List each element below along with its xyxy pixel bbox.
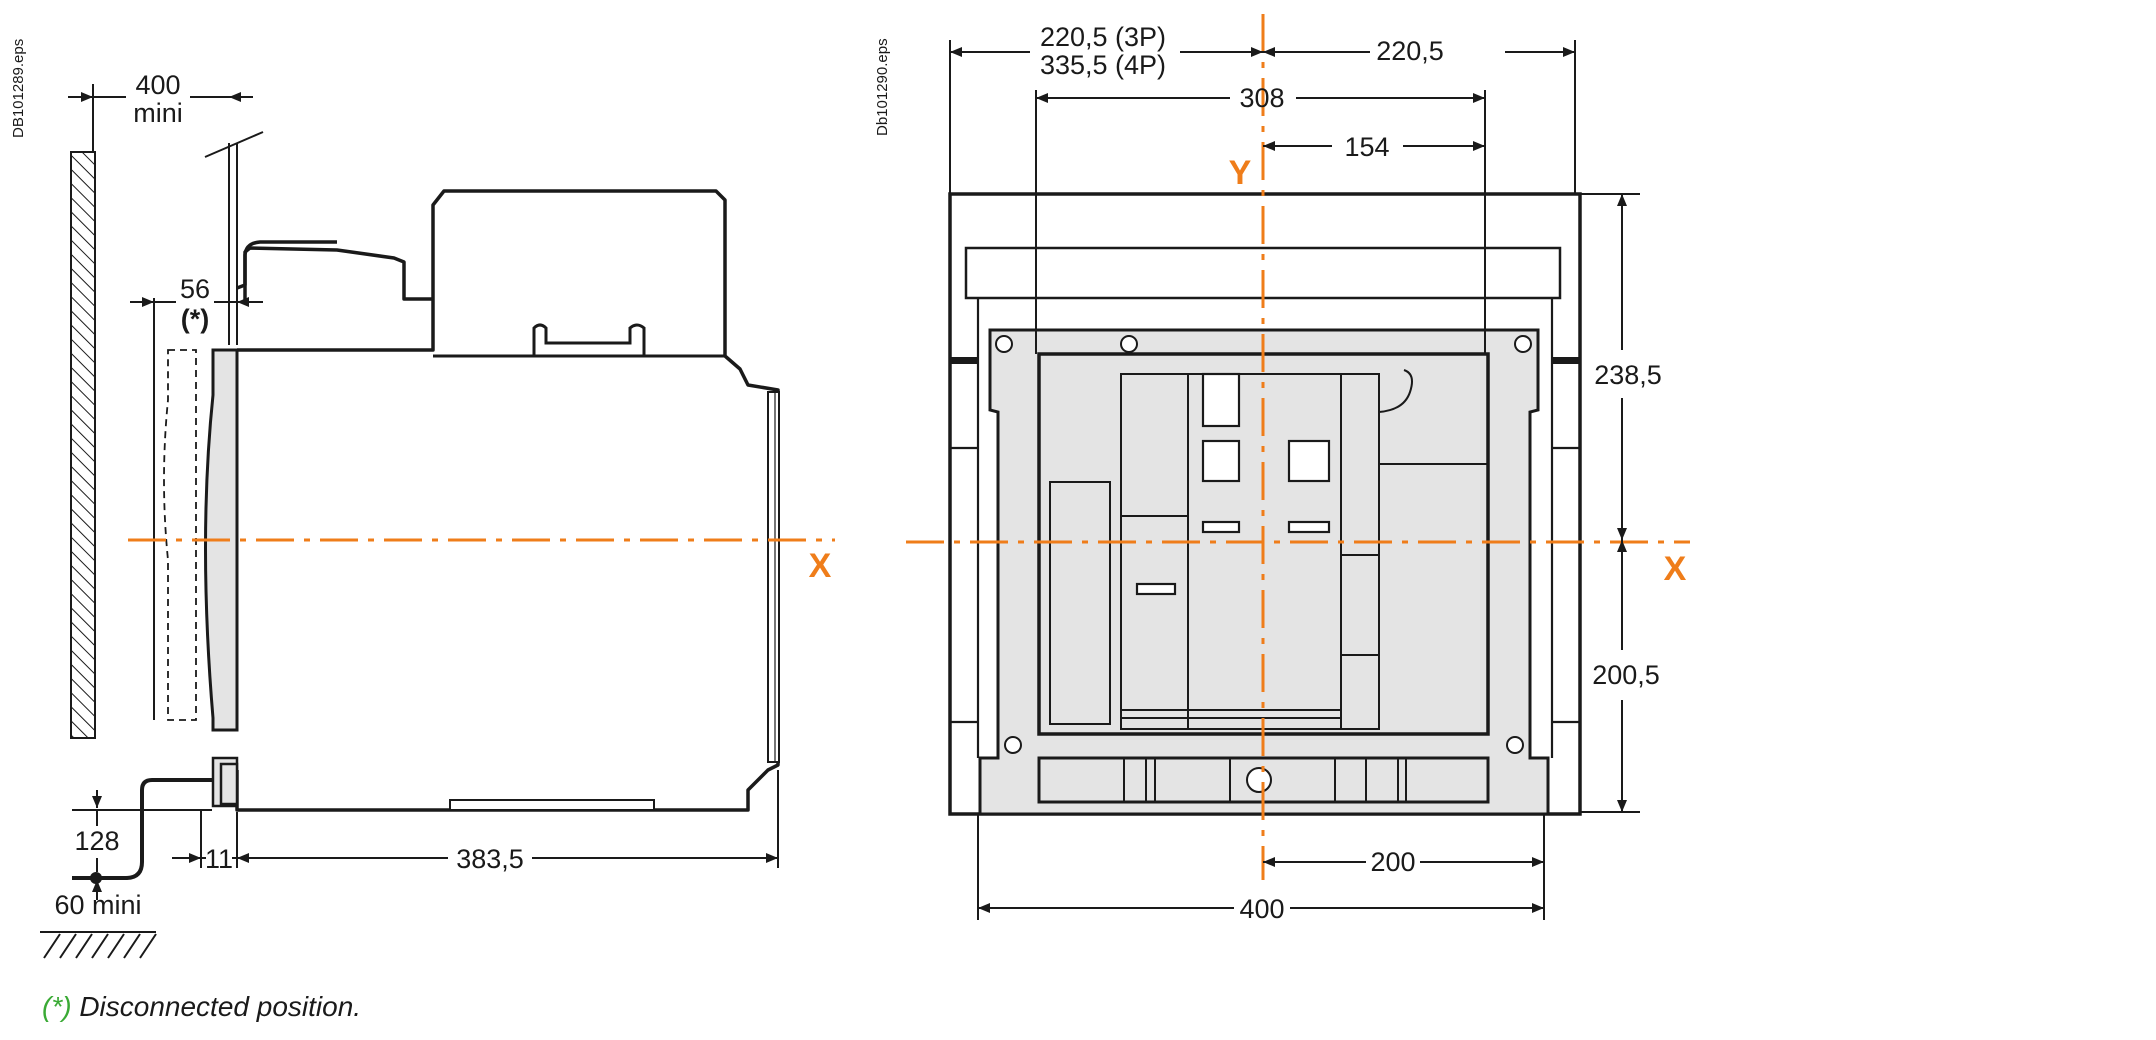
ground-hatch (40, 931, 157, 959)
center-pivot (1246, 767, 1272, 793)
dim-base-width-value: 400 (1239, 894, 1284, 924)
chassis-side-rails (950, 298, 1580, 758)
side-view: DB101289.eps 400 mini 56 (*) (10, 39, 835, 959)
dim-disconnected-offset (130, 297, 263, 720)
left-label-plate (1049, 481, 1111, 725)
dim-width-left-3p: 220,5 (3P) (1040, 22, 1166, 52)
dim-clearance-top (68, 84, 253, 152)
dim-clearance-top-value: 400 (135, 70, 180, 100)
base-cable (72, 778, 212, 880)
dim-width-right: 220,5 (1376, 36, 1444, 66)
dim-width-left-4p: 335,5 (4P) (1040, 50, 1166, 80)
dim-base-widths (977, 814, 1545, 920)
dim-base-min-value: 60 mini (54, 890, 141, 920)
center-module (1120, 369, 1488, 730)
right-latch (1552, 357, 1580, 364)
push-buttons (1135, 372, 1331, 596)
dim-inner-width-value: 308 (1239, 83, 1284, 113)
rear-wall (70, 151, 96, 739)
disconnected-outline (163, 349, 197, 721)
dim-depth (172, 770, 779, 868)
dim-lower-height-value: 200,5 (1592, 660, 1660, 690)
cradle-screws (995, 335, 1532, 754)
left-latch (950, 357, 978, 364)
rear-terminal-plate (767, 391, 780, 763)
base-connector-dividers (1123, 758, 1407, 802)
front-view: Db101290.eps (874, 14, 1690, 924)
dim-front-offset-value: 11 (205, 844, 233, 874)
dim-upper-height-value: 238,5 (1594, 360, 1662, 390)
footnote: (*) Disconnected position. (42, 991, 361, 1022)
dim-disconnected-mark: (*) (181, 304, 210, 334)
dim-clearance-top-sub: mini (133, 98, 183, 128)
dim-inner-width (1035, 90, 1486, 354)
bottom-connector (211, 756, 239, 808)
footnote-mark: (*) (42, 991, 72, 1022)
side-axis-x-label: X (809, 547, 832, 585)
door-panel (204, 131, 264, 345)
dim-base-height (72, 790, 212, 900)
breaker-bus-arm (243, 240, 337, 300)
front-axis-y-label: Y (1229, 154, 1252, 192)
side-view-ref-code: DB101289.eps (10, 39, 27, 138)
breaker-body (235, 189, 780, 812)
dim-heights (1580, 193, 1640, 813)
dim-depth-value: 383,5 (456, 844, 524, 874)
bottom-rail (449, 799, 655, 811)
dim-top-width (949, 40, 1576, 194)
front-axis-x-label: X (1664, 550, 1687, 588)
dim-disconnected-offset-value: 56 (180, 274, 210, 304)
front-view-ref-code: Db101290.eps (874, 38, 891, 136)
dim-base-height-value: 128 (74, 826, 119, 856)
dim-right-half-base-value: 200 (1370, 847, 1415, 877)
breaker-top-notches (433, 323, 725, 358)
footnote-text: Disconnected position. (72, 991, 362, 1022)
dim-half-inner-value: 154 (1344, 132, 1389, 162)
